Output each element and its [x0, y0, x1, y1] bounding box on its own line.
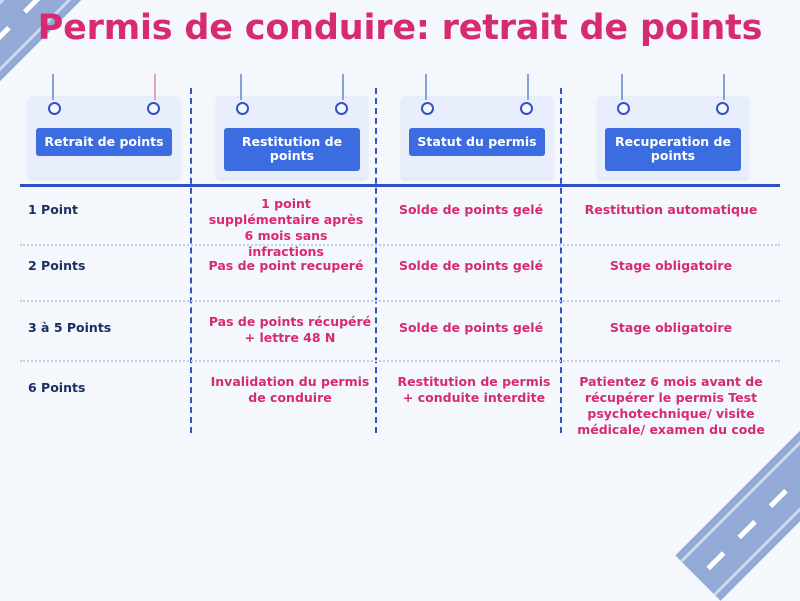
hanger-ring-right [335, 102, 348, 115]
hanger-ring-left [421, 102, 434, 115]
cell-restitution: Invalidation du permis de conduire [210, 374, 370, 405]
hanger-wire-left [621, 74, 623, 100]
row-separator [20, 244, 780, 246]
hanger-wire-left [240, 74, 242, 100]
header-label: Statut du permis [409, 128, 545, 157]
hanger-wire-right [154, 74, 156, 100]
header-label: Restitution de points [224, 128, 360, 171]
row-label: 2 Points [28, 258, 86, 273]
cell-recuperation: Patientez 6 mois avant de récupérer le p… [577, 374, 765, 437]
cell-statut: Solde de points gelé [398, 258, 544, 273]
row-label: 1 Point [28, 202, 78, 217]
cell-statut: Solde de points gelé [398, 320, 544, 335]
page-title: Permis de conduire: retrait de points [37, 8, 763, 48]
table-header-retrait-de-points[interactable]: Retrait de points [28, 74, 180, 178]
hanger-wire-left [52, 74, 54, 100]
hanger-ring-right [147, 102, 160, 115]
header-label: Retrait de points [36, 128, 172, 157]
points-table: Retrait de points Restitution de points … [20, 74, 780, 468]
hanger-ring-left [617, 102, 630, 115]
header-rule [20, 184, 780, 187]
hanger-ring-left [48, 102, 61, 115]
cell-recuperation: Stage obligatoire [609, 320, 733, 335]
cell-restitution: Pas de point recuperé [208, 258, 364, 273]
hanger-wire-right [342, 74, 344, 100]
hanger-wire-left [425, 74, 427, 100]
cell-restitution: Pas de points récupéré + lettre 48 N [208, 314, 372, 345]
table-header-statut-du-permis[interactable]: Statut du permis [401, 74, 553, 178]
cell-statut: Solde de points gelé [398, 202, 544, 217]
row-label: 6 Points [28, 380, 86, 395]
row-separator [20, 360, 780, 362]
table-header-restitution-de-points[interactable]: Restitution de points [216, 74, 368, 178]
column-separator-2 [375, 88, 377, 433]
hanger-ring-right [716, 102, 729, 115]
hanger-ring-right [520, 102, 533, 115]
table-header-recuperation-de-points[interactable]: Recuperation de points [597, 74, 749, 178]
cell-statut: Restitution de permis + conduite interdi… [397, 374, 551, 405]
cell-recuperation: Restitution automatique [584, 202, 758, 217]
cell-restitution: 1 point supplémentaire après 6 mois sans… [208, 196, 364, 259]
row-label: 3 à 5 Points [28, 320, 112, 335]
hanger-wire-right [723, 74, 725, 100]
column-separator-3 [560, 88, 562, 433]
row-separator [20, 300, 780, 302]
cell-recuperation: Stage obligatoire [609, 258, 733, 273]
column-separator-1 [190, 88, 192, 433]
header-label: Recuperation de points [605, 128, 741, 171]
hanger-wire-right [527, 74, 529, 100]
hanger-ring-left [236, 102, 249, 115]
